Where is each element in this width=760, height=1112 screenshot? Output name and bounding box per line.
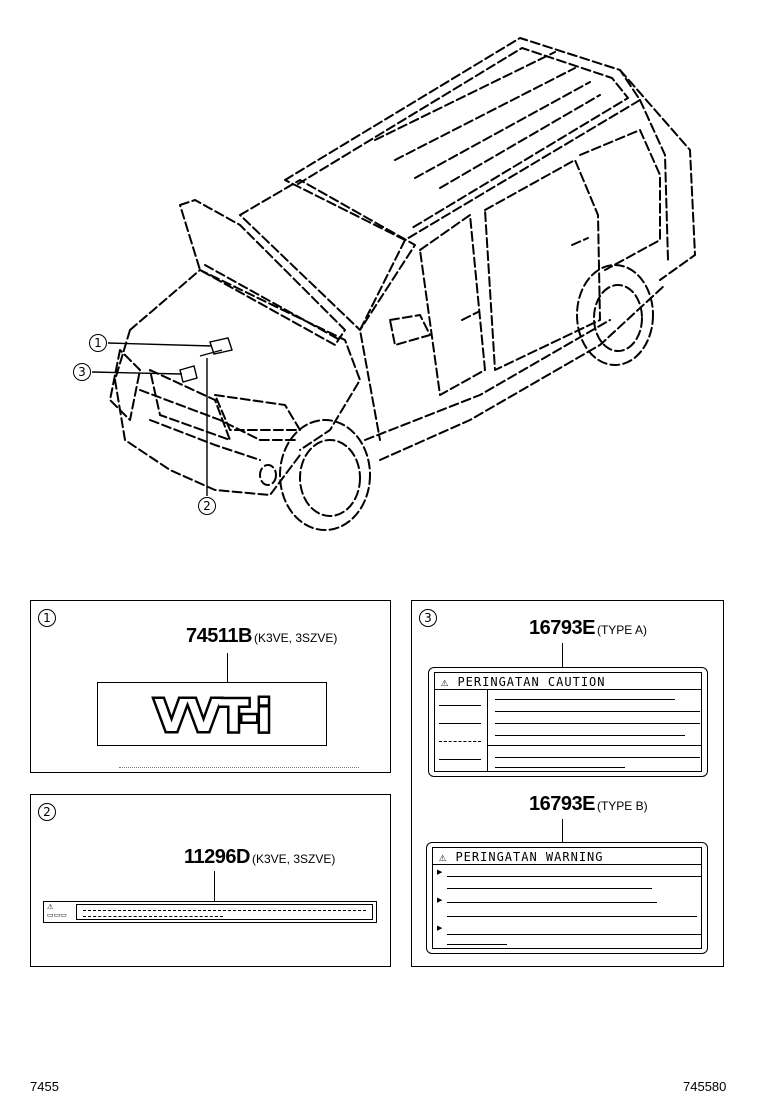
vvti-emblem: VVT-i — [97, 682, 327, 746]
panel-1-part: 74511B(K3VE, 3SZVE) — [186, 625, 337, 648]
text-line — [447, 944, 507, 945]
warning-icon: ⚠▭▭▭ — [47, 904, 67, 919]
panel-2-leader — [214, 871, 215, 901]
warning-label-inner: ⚠ PERINGATAN WARNING ▶ ▶ ▶ — [432, 847, 702, 949]
caution-label: ⚠ PERINGATAN CAUTION — [428, 667, 708, 777]
label-11296D: ⚠▭▭▭ — [43, 901, 377, 923]
panel-2: 2 11296D(K3VE, 3SZVE) ⚠▭▭▭ — [30, 794, 391, 967]
divider — [487, 689, 488, 771]
callout-1-vehicle: 1 — [89, 334, 107, 352]
divider — [433, 864, 701, 865]
callout-2-vehicle: 2 — [198, 497, 216, 515]
warning-heading-text: PERINGATAN WARNING — [455, 850, 604, 864]
text-line — [439, 759, 481, 760]
panel-3: 3 16793E(TYPE A) ⚠ PERINGATAN CAUTION 16… — [411, 600, 724, 967]
part-number-11296D: 11296D — [184, 846, 250, 868]
label-11296D-inner — [76, 904, 373, 920]
text-line — [83, 916, 223, 917]
panel-2-part: 11296D(K3VE, 3SZVE) — [184, 846, 335, 869]
warning-heading: ⚠ PERINGATAN WARNING — [439, 850, 604, 864]
callout-3-vehicle: 3 — [73, 363, 91, 381]
part-number-74511B: 74511B — [186, 625, 252, 647]
panel-1-models: (K3VE, 3SZVE) — [253, 631, 338, 645]
text-line — [447, 888, 652, 889]
panel-3-number: 3 — [419, 609, 437, 627]
divider — [435, 689, 701, 690]
warning-label: ⚠ PERINGATAN WARNING ▶ ▶ ▶ — [426, 842, 708, 954]
type-b-leader — [562, 819, 563, 843]
text-line — [495, 711, 700, 712]
text-line — [495, 767, 625, 768]
panel-2-number: 2 — [38, 803, 56, 821]
caution-label-inner: ⚠ PERINGATAN CAUTION — [434, 672, 702, 772]
text-line — [447, 934, 702, 935]
panel-2-models: (K3VE, 3SZVE) — [251, 852, 336, 866]
panel-1-number: 1 — [38, 609, 56, 627]
footer-right-code: 745580 — [683, 1079, 727, 1094]
text-line — [439, 705, 481, 706]
text-line — [447, 876, 702, 877]
text-line — [83, 910, 366, 911]
footer-left-code: 7455 — [30, 1079, 59, 1094]
caution-heading-text: PERINGATAN CAUTION — [457, 675, 606, 689]
caution-heading: ⚠ PERINGATAN CAUTION — [441, 675, 606, 689]
text-line — [447, 902, 657, 903]
warning-warning-icon: ⚠ — [439, 850, 456, 864]
part-number-16793E-a: 16793E — [529, 617, 595, 639]
text-line — [447, 916, 697, 917]
panel-3-type-b-part: 16793E(TYPE B) — [529, 793, 648, 816]
panel-3-type-a-part: 16793E(TYPE A) — [529, 617, 647, 640]
bullet-icon: ▶ — [437, 897, 443, 904]
vehicle-illustration — [91, 37, 696, 531]
text-line — [495, 723, 700, 724]
panel-1-dots — [119, 767, 359, 770]
bullet-icon: ▶ — [437, 925, 443, 932]
caution-warning-icon: ⚠ — [441, 675, 458, 689]
part-number-16793E-b: 16793E — [529, 793, 595, 815]
text-line — [439, 741, 481, 742]
type-a-leader — [562, 643, 563, 668]
text-line — [495, 757, 700, 758]
type-a-label: (TYPE A) — [596, 623, 647, 637]
vvti-emblem-text: VVT-i — [155, 691, 270, 742]
text-line — [495, 699, 675, 700]
bullet-icon: ▶ — [437, 869, 443, 876]
type-b-label: (TYPE B) — [596, 799, 648, 813]
text-line — [495, 735, 685, 736]
panel-1-leader — [227, 653, 228, 683]
text-line — [439, 723, 481, 724]
panel-1: 1 74511B(K3VE, 3SZVE) VVT-i — [30, 600, 391, 773]
divider — [487, 745, 701, 746]
